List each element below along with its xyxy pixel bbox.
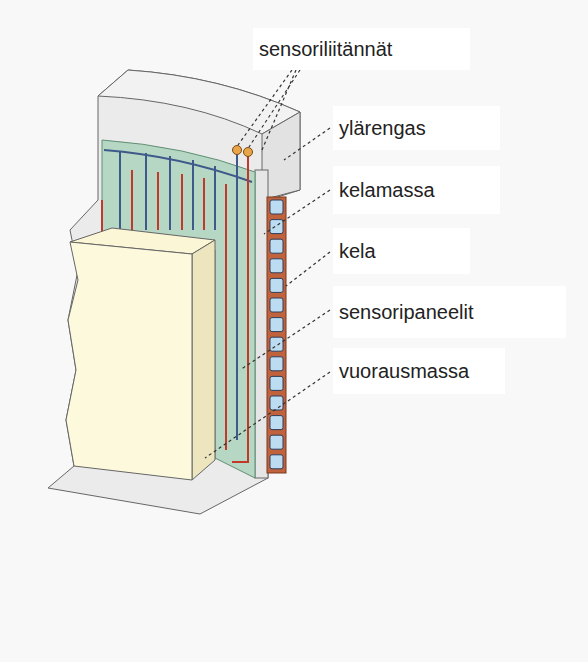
lining-front — [66, 242, 192, 480]
coil-turn — [270, 220, 283, 234]
coil-turn — [270, 200, 283, 214]
coil-turn — [270, 376, 283, 390]
part-label: sensoripaneelit — [333, 286, 566, 338]
coil-turn — [270, 337, 283, 351]
coil-turn — [270, 396, 283, 410]
coil-turn — [270, 318, 283, 332]
coil-turn — [270, 259, 283, 273]
coil-turn — [270, 357, 283, 371]
coil-turn — [270, 298, 283, 312]
coil-turn — [270, 278, 283, 292]
panel-top-wire — [104, 150, 252, 182]
coil-body — [267, 197, 286, 473]
coil-turn — [270, 416, 283, 430]
part-label: vuorausmassa — [333, 348, 505, 394]
furnace-shell — [48, 70, 300, 514]
leader-lines — [205, 70, 330, 458]
part-label: sensoriliitännät — [253, 28, 470, 70]
part-label: ylärengas — [333, 106, 500, 150]
coil-turn — [270, 239, 283, 253]
part-label: kelamassa — [333, 166, 500, 214]
lining-side — [192, 240, 215, 480]
part-label: kela — [333, 228, 470, 274]
coil-turn — [270, 455, 283, 469]
upper-ring-top — [98, 70, 300, 134]
coil-mass-wall — [255, 170, 268, 478]
coil-turn — [270, 435, 283, 449]
sensor-connector — [233, 146, 242, 155]
sensor-connector — [244, 148, 253, 157]
coil — [267, 197, 286, 473]
connector-wire — [236, 152, 238, 176]
